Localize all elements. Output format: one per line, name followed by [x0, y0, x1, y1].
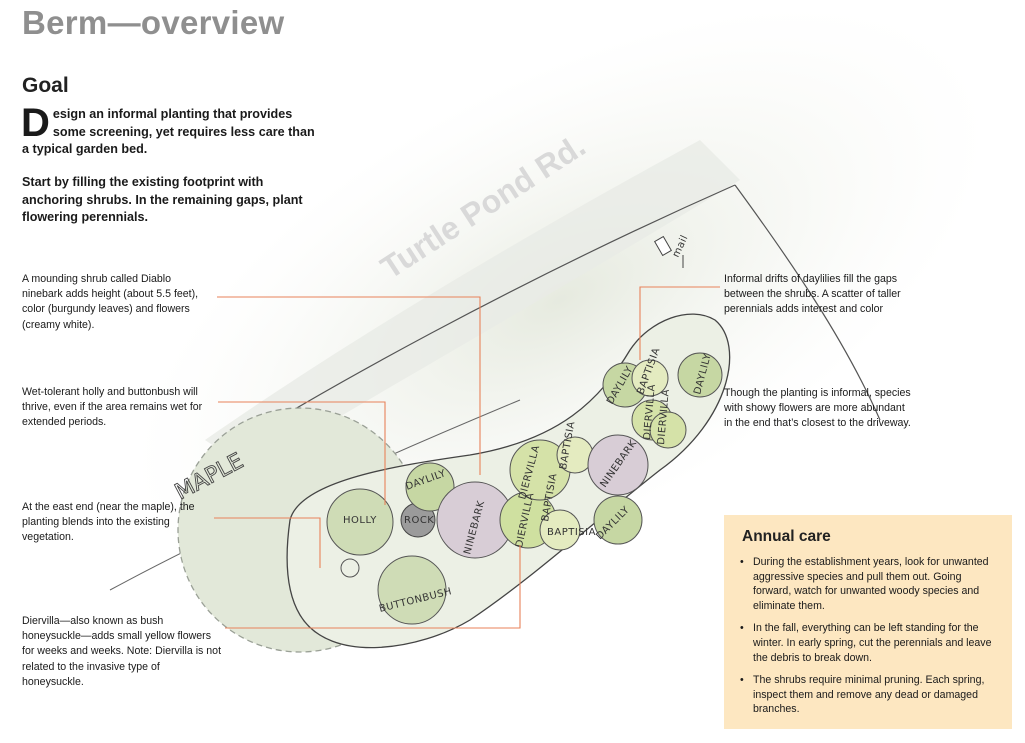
list-item: • During the establishment years, look fo… — [738, 555, 1000, 613]
plant-clusters — [326, 352, 723, 625]
label-holly: HOLLY — [343, 515, 377, 526]
label-diervilla-ne2: DIERVILLA — [656, 389, 672, 446]
label-rock: ROCK — [404, 515, 434, 526]
page-title: Berm—overview — [22, 4, 285, 41]
annual-care-box: Annual care • During the establishment ye… — [724, 515, 1012, 729]
goal-paragraph-2: Start by filling the existing footprint … — [22, 175, 303, 224]
perennial-daylily-west — [405, 462, 455, 512]
leader-ninebark — [217, 296, 481, 475]
note-diervilla: Diervilla—also known as bush honeysuckle… — [22, 615, 222, 688]
perennial-baptisia-ne — [631, 359, 669, 397]
perennial-daylily-ne2 — [677, 352, 723, 398]
leader-east — [214, 517, 321, 568]
goal-heading: Goal — [22, 74, 69, 97]
perennial-daylily-east — [593, 495, 643, 545]
shrub-ninebark-east — [587, 434, 649, 496]
note-informal-planting: Though the planting is informal, species… — [724, 387, 911, 430]
leader-daylilies — [639, 286, 720, 360]
leader-lines — [214, 286, 720, 629]
label-baptisia-1: BAPTISIA — [547, 527, 596, 538]
care-item-text: The shrubs require minimal pruning. Each… — [753, 674, 985, 716]
shrub-diervilla-ne2 — [649, 411, 687, 449]
goal-dropcap: D — [21, 101, 50, 145]
shrub-holly — [326, 488, 394, 556]
small-shrub — [340, 558, 360, 578]
goal-paragraph-1-text: esign an informal planting that provides… — [22, 107, 315, 156]
perennial-baptisia-1 — [539, 509, 581, 551]
road-wash — [205, 140, 740, 470]
note-daylilies: Informal drifts of daylilies fill the ga… — [724, 273, 901, 316]
list-item: • In the fall, everything can be left sta… — [738, 621, 1000, 665]
list-item: • The shrubs require minimal pruning. Eac… — [738, 673, 1000, 717]
annual-care-heading: Annual care — [742, 528, 831, 545]
bullet-icon: • — [740, 674, 744, 687]
bullet-icon: • — [740, 622, 744, 635]
note-ninebark: A mounding shrub called Diablo ninebark … — [22, 273, 199, 331]
label-diervilla-ne1: DIERVILLA — [642, 384, 658, 441]
bullet-icon: • — [740, 556, 744, 568]
leader-diervilla — [225, 545, 521, 629]
note-east-end: At the east end (near the maple), the pl… — [22, 501, 195, 544]
shrub-buttonbush — [377, 555, 447, 625]
note-holly-buttonbush: Wet-tolerant holly and buttonbush will t… — [22, 386, 203, 429]
care-item-text: During the establishment years, look for… — [753, 556, 989, 612]
driveway-edge — [734, 184, 881, 421]
leader-holly — [218, 401, 386, 505]
care-item-text: In the fall, everything can be left stan… — [753, 622, 992, 664]
annual-care-list: • During the establishment years, look fo… — [738, 555, 1000, 725]
